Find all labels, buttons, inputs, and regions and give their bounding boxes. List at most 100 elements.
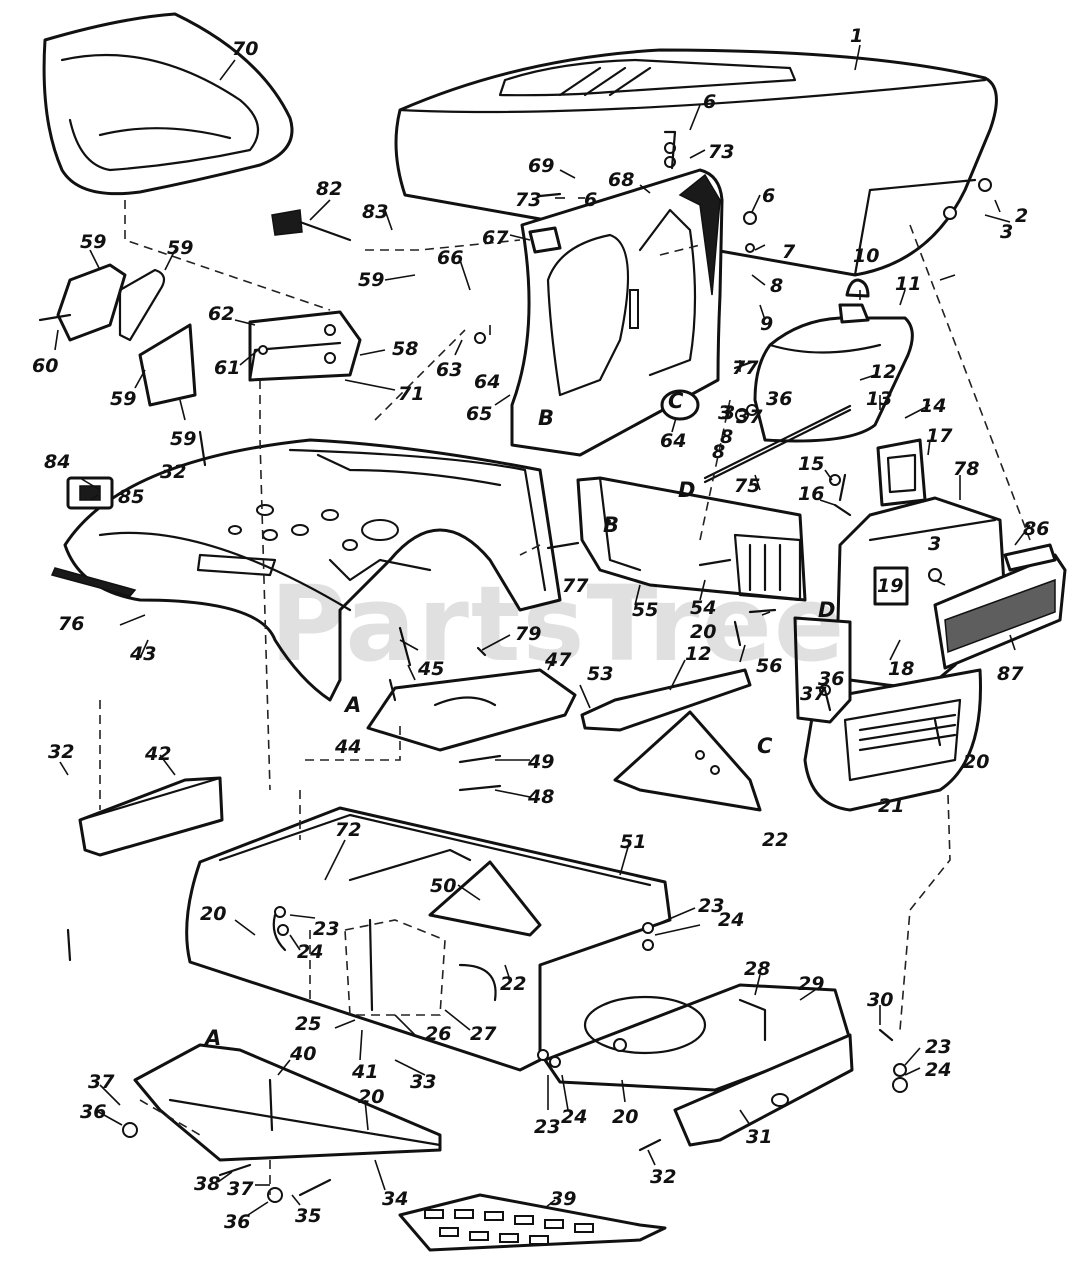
- callout-86: 86: [1023, 518, 1049, 540]
- callout-32: 32: [160, 461, 186, 483]
- battery-box: [344, 919, 446, 1016]
- callout-59: 59: [167, 237, 193, 259]
- callout-69: 69: [528, 155, 554, 177]
- front-nose: [803, 668, 982, 812]
- callout-20: 20: [612, 1106, 638, 1128]
- callout-84: 84: [44, 451, 70, 473]
- callout-39: 39: [550, 1188, 576, 1210]
- callout-37: 37: [88, 1071, 115, 1093]
- callout-23: 23: [925, 1036, 951, 1058]
- letter-b: B: [603, 513, 619, 537]
- callout-6: 6: [762, 185, 775, 207]
- callout-3: 3: [928, 533, 941, 555]
- callout-37: 37: [736, 406, 763, 428]
- callout-16: 16: [798, 483, 824, 505]
- callout-35: 35: [295, 1205, 321, 1227]
- callout-27: 27: [470, 1023, 497, 1045]
- letter-d: D: [678, 478, 695, 502]
- callout-15: 15: [798, 453, 824, 475]
- callout-12: 12: [870, 361, 896, 383]
- callout-41: 41: [351, 1061, 378, 1083]
- callout-10: 10: [853, 245, 879, 267]
- callout-32: 32: [48, 741, 74, 763]
- callout-77: 77: [732, 357, 759, 379]
- letter-d: D: [818, 598, 835, 622]
- callout-45: 45: [417, 658, 444, 680]
- callout-29: 29: [798, 973, 824, 995]
- callout-20: 20: [963, 751, 989, 773]
- callout-59: 59: [170, 428, 196, 450]
- callout-36: 36: [766, 388, 792, 410]
- main-frame: [185, 806, 672, 1072]
- letter-a: A: [203, 1026, 221, 1050]
- callout-61: 61: [214, 357, 240, 379]
- callout-3: 3: [1000, 221, 1013, 243]
- callout-32: 32: [650, 1166, 676, 1188]
- letter-b: B: [538, 406, 554, 430]
- callout-28: 28: [744, 958, 770, 980]
- callout-labels: 1 2 3 6 73 69 6 73 68 6 7 8 9 10 11 12 1…: [32, 25, 1049, 1233]
- side-panel: [576, 476, 807, 602]
- callout-63: 63: [436, 359, 462, 381]
- callout-34: 34: [382, 1188, 408, 1210]
- bracket: [580, 668, 752, 732]
- callout-12: 12: [685, 643, 711, 665]
- callout-23: 23: [698, 895, 724, 917]
- callout-31: 31: [746, 1126, 772, 1148]
- bracket-right: [613, 710, 762, 812]
- callout-36: 36: [224, 1211, 250, 1233]
- callout-64: 64: [660, 430, 686, 452]
- callout-24: 24: [718, 909, 744, 931]
- callout-72: 72: [335, 819, 361, 841]
- callout-56: 56: [756, 655, 782, 677]
- letter-labels: A A B B C C D D: [203, 389, 835, 1050]
- callout-23: 23: [534, 1116, 560, 1138]
- lever-bracket: [56, 263, 197, 407]
- callout-47: 47: [544, 649, 572, 671]
- callout-50: 50: [430, 875, 456, 897]
- callout-33: 33: [410, 1071, 436, 1093]
- fasteners: [38, 130, 992, 1203]
- callout-17: 17: [926, 425, 953, 447]
- callout-21: 21: [878, 795, 904, 817]
- letter-c: C: [668, 389, 684, 413]
- callout-58: 58: [392, 338, 418, 360]
- battery-plate: [366, 668, 577, 752]
- callout-3: 3: [722, 402, 735, 424]
- callout-87: 87: [997, 663, 1024, 685]
- callout-59: 59: [80, 231, 106, 253]
- callout-23: 23: [313, 918, 339, 940]
- callout-60: 60: [32, 355, 58, 377]
- callout-14: 14: [920, 395, 946, 417]
- callout-59: 59: [110, 388, 136, 410]
- callout-8: 8: [720, 426, 733, 448]
- rod: [703, 404, 852, 484]
- callout-20: 20: [358, 1086, 384, 1108]
- callout-51: 51: [620, 831, 646, 853]
- callout-67: 67: [482, 227, 509, 249]
- callout-6: 6: [703, 91, 716, 113]
- callout-20: 20: [690, 621, 716, 643]
- callout-18: 18: [888, 658, 914, 680]
- callout-59: 59: [358, 269, 384, 291]
- callout-19: 19: [877, 575, 903, 597]
- ignition-switch: [660, 389, 700, 421]
- callout-68: 68: [608, 169, 634, 191]
- callout-82: 82: [316, 178, 342, 200]
- callout-36: 36: [818, 668, 844, 690]
- callout-40: 40: [289, 1043, 316, 1065]
- rail: [78, 776, 224, 857]
- callout-65: 65: [466, 403, 492, 425]
- callout-76: 76: [58, 613, 84, 635]
- callout-22: 22: [500, 973, 526, 995]
- callout-70: 70: [232, 38, 258, 60]
- callout-11: 11: [895, 273, 921, 295]
- watermark: PartsTree: [270, 563, 846, 685]
- callout-24: 24: [925, 1059, 951, 1081]
- callout-6: 6: [584, 189, 597, 211]
- callout-25: 25: [295, 1013, 321, 1035]
- callout-13: 13: [866, 388, 892, 410]
- callout-22: 22: [762, 829, 788, 851]
- dash-panel: [510, 168, 724, 457]
- callout-8: 8: [712, 441, 725, 463]
